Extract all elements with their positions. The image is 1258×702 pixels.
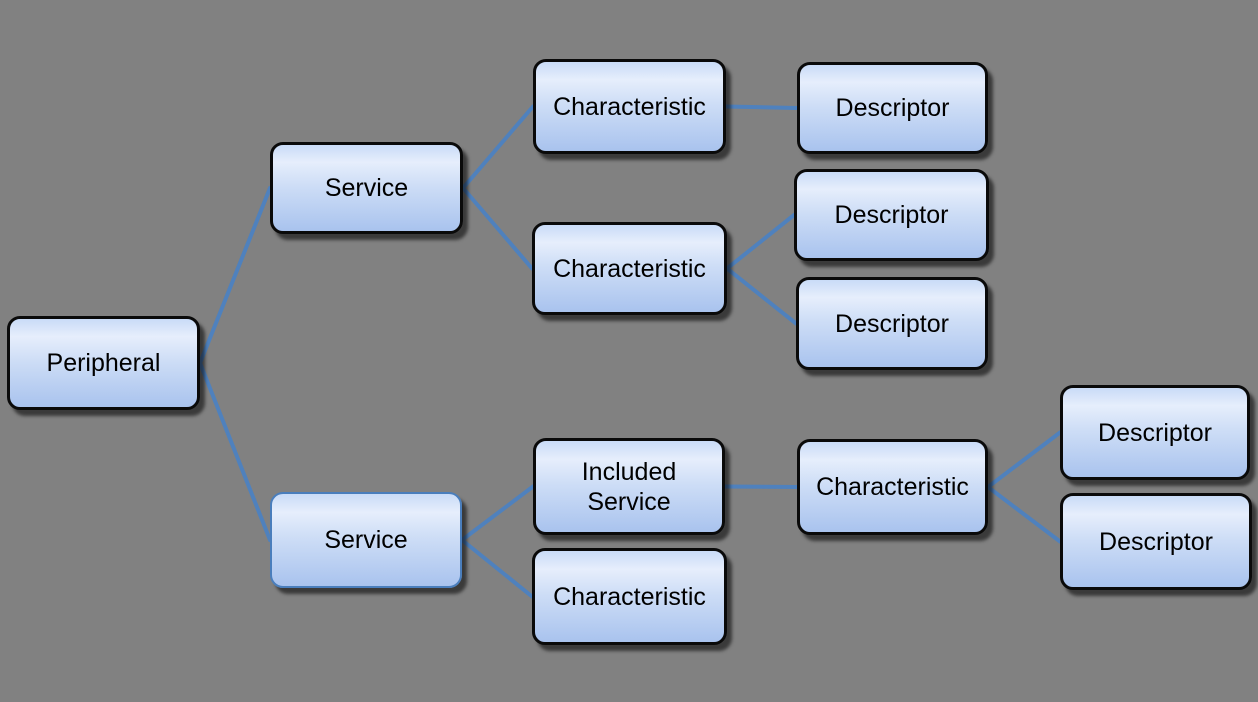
connector-service2-char3	[460, 538, 534, 599]
node-label: Included Service	[581, 457, 677, 516]
connector-service1-char1	[461, 104, 535, 190]
node-desc1: Descriptor	[797, 62, 988, 154]
node-service2: Service	[270, 492, 462, 588]
connector-service2-incsvc	[460, 484, 535, 542]
connector-service1-char2	[461, 186, 534, 271]
node-label: Service	[324, 174, 409, 202]
node-label: Descriptor	[835, 309, 949, 338]
connector-peripheral-service1	[198, 186, 272, 365]
node-label: Descriptor	[1098, 418, 1212, 447]
connector-char4-desc5	[986, 485, 1062, 544]
node-desc4: Descriptor	[1060, 385, 1250, 480]
node-char3: Characteristic	[532, 548, 727, 645]
connector-char4-desc4	[986, 430, 1062, 489]
node-label: Descriptor	[835, 94, 950, 122]
node-char1: Characteristic	[533, 59, 726, 154]
node-desc2: Descriptor	[794, 169, 989, 261]
node-label: Descriptor	[834, 201, 949, 229]
node-label: Characteristic	[816, 473, 969, 501]
connector-incsvc-char4	[723, 484, 799, 489]
connector-char2-desc3	[725, 266, 798, 326]
node-service1: Service	[270, 142, 463, 234]
node-desc5: Descriptor	[1060, 493, 1252, 590]
node-peripheral: Peripheral	[7, 316, 200, 410]
node-char2: Characteristic	[532, 222, 727, 315]
node-desc3: Descriptor	[796, 277, 988, 370]
node-incsvc: Included Service	[533, 438, 725, 535]
node-label: Service	[324, 526, 408, 554]
node-char4: Characteristic	[797, 439, 988, 535]
node-label: Descriptor	[1099, 527, 1213, 556]
node-label: Characteristic	[553, 582, 706, 611]
connector-char2-desc2	[725, 213, 796, 271]
node-label: Characteristic	[553, 254, 706, 283]
connector-peripheral-service2	[198, 361, 272, 542]
connector-char1-desc1	[724, 104, 799, 110]
node-label: Peripheral	[46, 349, 161, 377]
node-label: Characteristic	[553, 92, 706, 121]
